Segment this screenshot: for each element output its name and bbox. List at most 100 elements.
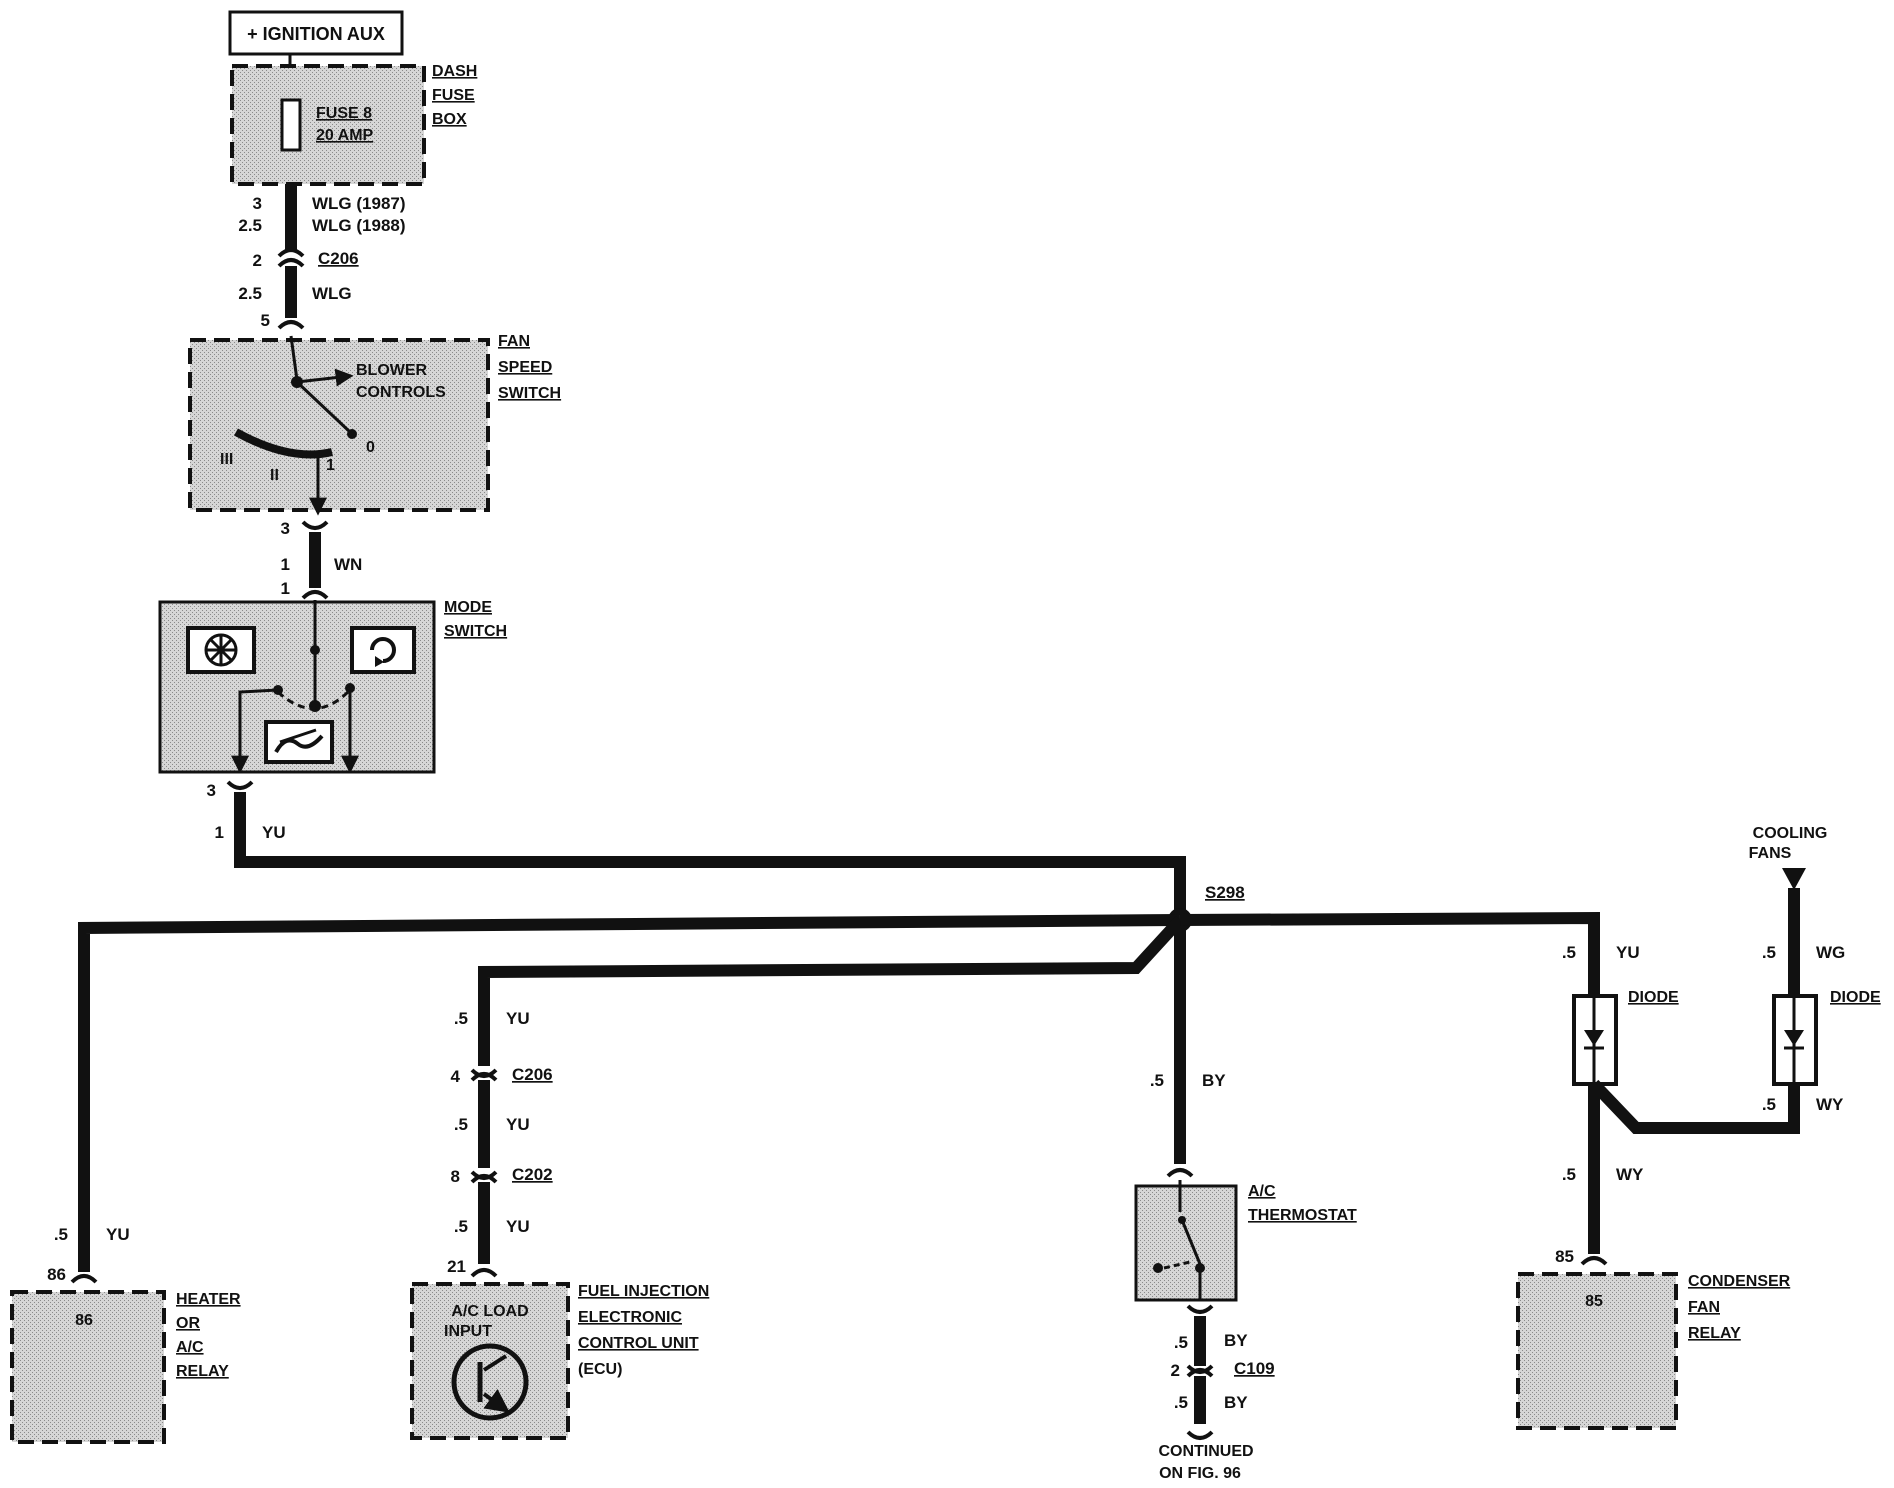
dash-fuse-box-label-3: BOX bbox=[432, 111, 467, 128]
wlg2-color: WLG bbox=[312, 284, 352, 303]
pos-1-label: 1 bbox=[326, 457, 335, 474]
heater-relay-pin: 86 bbox=[47, 1265, 66, 1284]
fan-speed-switch: BLOWER CONTROLS 0 1 II III FAN SPEED SWI… bbox=[188, 333, 561, 516]
thermostat-label-1: A/C bbox=[1248, 1183, 1276, 1200]
fan-speed-switch-label-3: SWITCH bbox=[498, 385, 561, 402]
ecu-color-2: YU bbox=[506, 1115, 530, 1134]
transistor-icon bbox=[451, 1343, 529, 1421]
ecu-c206-pin: 4 bbox=[451, 1067, 461, 1086]
wg-gauge: .5 bbox=[1762, 943, 1776, 962]
wlg2-gauge: 2.5 bbox=[238, 284, 262, 303]
diode-1-label: DIODE bbox=[1628, 989, 1679, 1006]
pos-0-label: 0 bbox=[366, 439, 375, 456]
thermostat-output-connector bbox=[1186, 1304, 1214, 1314]
ecu-box: A/C LOAD INPUT FUEL INJECTION ELECTRONIC… bbox=[410, 1282, 709, 1440]
ecu-label-3: CONTROL UNIT bbox=[578, 1335, 699, 1352]
heater-gauge: .5 bbox=[54, 1225, 68, 1244]
ecu-gauge-1: .5 bbox=[454, 1009, 468, 1028]
diode-1-icon bbox=[1584, 1030, 1604, 1046]
ecu-color-1: YU bbox=[506, 1009, 530, 1028]
ecu-gauge-3: .5 bbox=[454, 1217, 468, 1236]
condenser-fan-relay: 85 CONDENSER FAN RELAY bbox=[1516, 1272, 1791, 1430]
fan-speed-switch-label-1: FAN bbox=[498, 333, 530, 350]
wlg-gauge-1988: 2.5 bbox=[238, 216, 262, 235]
blower-control-arrow bbox=[296, 368, 354, 387]
ecu-label-2: ELECTRONIC bbox=[578, 1309, 682, 1326]
diode-2-icon bbox=[1784, 1030, 1804, 1046]
heater-color: YU bbox=[106, 1225, 130, 1244]
ignition-aux-box: + IGNITION AUX bbox=[228, 10, 404, 56]
wy-bridge-wire bbox=[1589, 1079, 1800, 1134]
cooling-fans-arrow-icon bbox=[1782, 868, 1806, 890]
diode-2 bbox=[1772, 994, 1818, 1086]
fan-switch-input-connector bbox=[277, 320, 305, 330]
wn-pin-top: 3 bbox=[281, 519, 290, 538]
heater-relay-inner-pin: 86 bbox=[75, 1312, 93, 1329]
c202-name: C202 bbox=[512, 1165, 553, 1184]
pos-III-label: III bbox=[220, 451, 233, 468]
yu-condenser-wire bbox=[1179, 911, 1600, 996]
c206-top-name: C206 bbox=[318, 249, 359, 268]
thermostat-input-connector bbox=[1166, 1168, 1194, 1178]
wy-gauge-2: .5 bbox=[1562, 1165, 1576, 1184]
condenser-relay-pin: 85 bbox=[1555, 1247, 1574, 1266]
thermostat-gauge-3: .5 bbox=[1174, 1393, 1188, 1412]
yu-main-gauge: 1 bbox=[215, 823, 224, 842]
ac-load-input-label-1: A/C LOAD bbox=[451, 1303, 528, 1320]
fuse-icon bbox=[280, 98, 302, 152]
wn-color: WN bbox=[334, 555, 362, 574]
recirculate-icon bbox=[370, 637, 396, 663]
wg-color: WG bbox=[1816, 943, 1845, 962]
cooling-fans-label-2: FANS bbox=[1749, 845, 1792, 862]
thermostat-color-3: BY bbox=[1224, 1393, 1248, 1412]
condenser-relay-connector bbox=[1580, 1256, 1608, 1266]
condenser-yu-gauge: .5 bbox=[1562, 943, 1576, 962]
diode-2-label: DIODE bbox=[1830, 989, 1881, 1006]
splice-label: S298 bbox=[1205, 883, 1245, 902]
c206-connector-top bbox=[277, 248, 305, 268]
wn-pin-bottom: 1 bbox=[281, 579, 290, 598]
ac-thermostat: A/C THERMOSTAT bbox=[1134, 1180, 1357, 1302]
controls-label: CONTROLS bbox=[356, 384, 446, 401]
wn-bottom-connector bbox=[301, 590, 329, 600]
fan-speed-arc bbox=[234, 428, 333, 459]
c109-pin: 2 bbox=[1171, 1361, 1180, 1380]
c206-top-pin: 2 bbox=[253, 251, 262, 270]
fuse-rating-label: 20 AMP bbox=[316, 127, 374, 144]
ecu-pin: 21 bbox=[447, 1257, 466, 1276]
condenser-relay-label-3: RELAY bbox=[1688, 1325, 1741, 1342]
dash-fuse-box-label-1: DASH bbox=[432, 63, 477, 80]
heater-relay-label-3: A/C bbox=[176, 1339, 204, 1356]
yu-heater-wire bbox=[78, 914, 1181, 1272]
yu-main-pin: 3 bbox=[207, 781, 216, 800]
cooling-fans-label-1: COOLING bbox=[1753, 825, 1828, 842]
mode-switch-output-connector bbox=[226, 780, 254, 790]
wn-top-connector bbox=[301, 520, 329, 530]
continued-label-1: CONTINUED bbox=[1158, 1443, 1253, 1460]
c202-pin: 8 bbox=[451, 1167, 460, 1186]
heater-relay-label-4: RELAY bbox=[176, 1363, 229, 1380]
condenser-relay-label-1: CONDENSER bbox=[1688, 1273, 1791, 1290]
dash-fuse-box: FUSE 8 20 AMP DASH FUSE BOX bbox=[230, 63, 477, 186]
continued-connector bbox=[1186, 1430, 1214, 1440]
wy-color-1: WY bbox=[1816, 1095, 1844, 1114]
diode-1 bbox=[1572, 994, 1618, 1086]
heater-relay-label-2: OR bbox=[176, 1315, 200, 1332]
c109-connector bbox=[1186, 1364, 1214, 1378]
c202-connector bbox=[470, 1170, 498, 1184]
fuse-number-label: FUSE 8 bbox=[316, 105, 372, 122]
heater-relay: 86 HEATER OR A/C RELAY bbox=[10, 1290, 241, 1444]
heater-relay-connector bbox=[70, 1274, 98, 1284]
yu-main-wire bbox=[234, 792, 1186, 918]
dash-fuse-box-label-2: FUSE bbox=[432, 87, 475, 104]
ecu-label-4: (ECU) bbox=[578, 1361, 622, 1378]
condenser-relay-inner-pin: 85 bbox=[1585, 1293, 1603, 1310]
pos-II-label: II bbox=[270, 467, 279, 484]
thermostat-gauge: .5 bbox=[1150, 1071, 1164, 1090]
yu-ecu-wire-upper bbox=[478, 915, 1185, 1066]
ecu-color-3: YU bbox=[506, 1217, 530, 1236]
c206-connector-ecu bbox=[470, 1068, 498, 1082]
mode-switch-label-1: MODE bbox=[444, 599, 492, 616]
c109-name: C109 bbox=[1234, 1359, 1275, 1378]
